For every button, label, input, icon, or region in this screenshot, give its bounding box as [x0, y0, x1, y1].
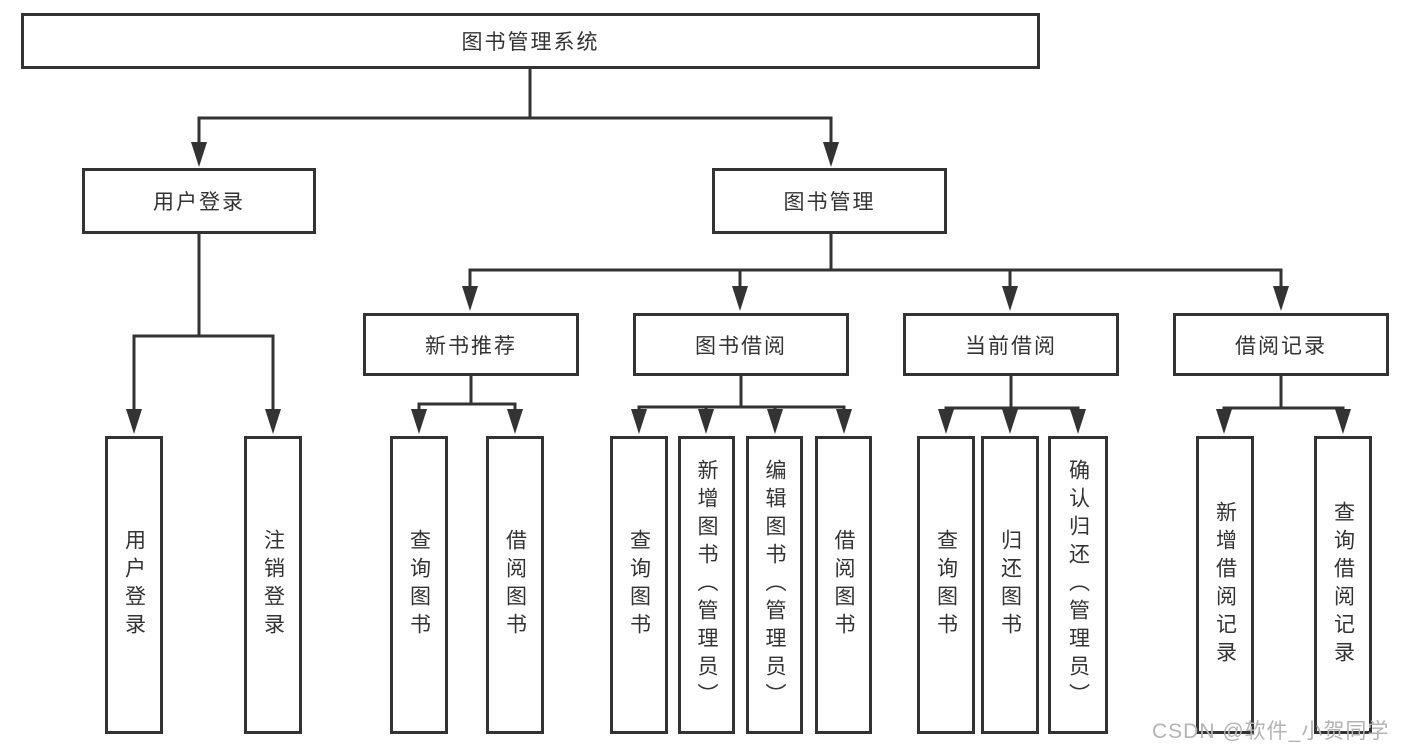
- arrowhead: [631, 409, 647, 434]
- node-current-borrow: 当前借阅: [903, 313, 1119, 376]
- edge-newbook-rail: [417, 372, 517, 415]
- arrowhead: [265, 409, 281, 434]
- arrowhead: [698, 409, 714, 434]
- node-new-book-recommend: 新书推荐: [363, 313, 579, 376]
- leaf-user-login: 用户登录: [105, 436, 163, 734]
- node-user-login: 用户登录: [82, 168, 316, 234]
- arrowhead: [1002, 409, 1018, 434]
- arrowhead: [126, 409, 142, 434]
- leaf-bb-edit-books-admin: 编辑图书（管理员）: [746, 436, 803, 734]
- arrowheads: [126, 142, 1351, 434]
- leaf-br-query-record: 查询借阅记录: [1314, 436, 1372, 734]
- leaf-logout: 注销登录: [244, 436, 302, 734]
- arrowhead: [1273, 286, 1289, 311]
- node-book-management: 图书管理: [712, 168, 947, 234]
- leaf-bb-borrow-books: 借阅图书: [815, 436, 872, 734]
- leaf-nbr-query-books: 查询图书: [390, 436, 448, 734]
- edge-mgmt-rail: [468, 229, 1283, 292]
- arrowhead: [1335, 409, 1351, 434]
- leaf-cb-query-books: 查询图书: [917, 436, 975, 734]
- arrowhead: [1216, 409, 1232, 434]
- arrowhead: [462, 286, 478, 311]
- leaf-bb-add-books-admin: 新增图书（管理员）: [678, 436, 735, 734]
- edge-current-rail: [944, 372, 1080, 415]
- leaf-cb-return-books: 归还图书: [981, 436, 1039, 734]
- arrowhead: [507, 409, 523, 434]
- leaf-bb-query-books: 查询图书: [610, 436, 668, 734]
- arrowhead: [823, 142, 839, 167]
- csdn-watermark: CSDN @软件_小贺同学: [1152, 720, 1390, 743]
- arrowhead: [191, 142, 207, 167]
- node-book-borrow: 图书借阅: [633, 313, 849, 376]
- edge-user-rail: [132, 229, 275, 415]
- arrowhead: [767, 409, 783, 434]
- arrowhead: [1002, 286, 1018, 311]
- arrowhead: [1070, 409, 1086, 434]
- arrowhead: [938, 409, 954, 434]
- leaf-nbr-borrow-books: 借阅图书: [486, 436, 544, 734]
- node-borrow-records: 借阅记录: [1173, 313, 1389, 376]
- arrowhead: [411, 409, 427, 434]
- edge-records-rail: [1222, 372, 1345, 415]
- edge-borrow-rail: [637, 372, 846, 415]
- leaf-br-add-record: 新增借阅记录: [1196, 436, 1254, 734]
- arrowhead: [732, 286, 748, 311]
- arrowhead: [836, 409, 852, 434]
- edge-root-rail: [197, 64, 833, 148]
- leaf-cb-confirm-return-admin: 确认归还（管理员）: [1048, 436, 1108, 734]
- node-root-system: 图书管理系统: [21, 13, 1040, 69]
